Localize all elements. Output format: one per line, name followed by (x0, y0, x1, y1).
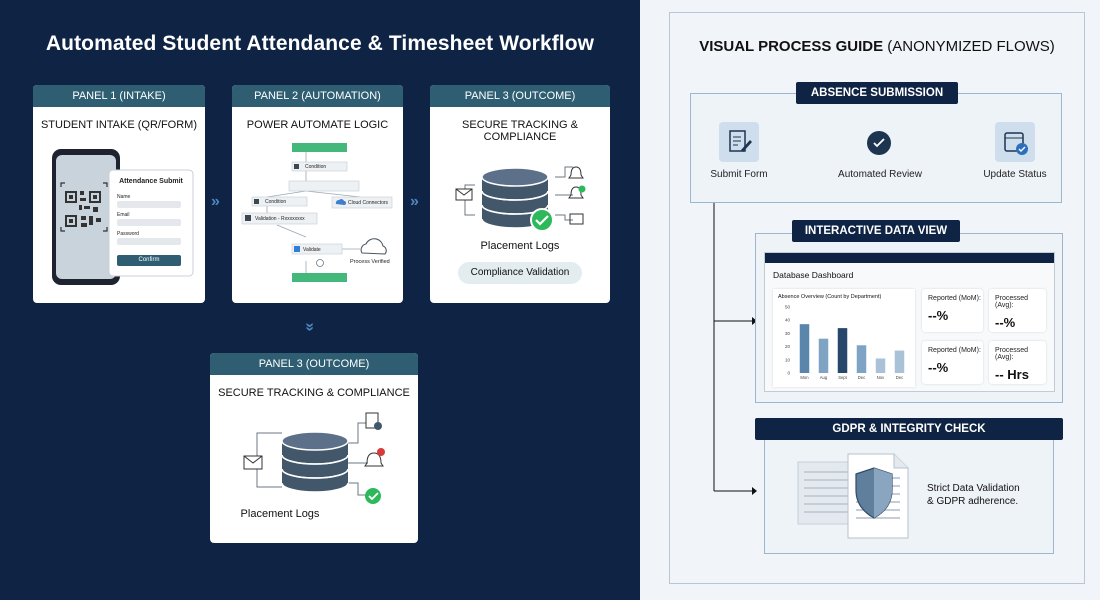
panel-intake: PANEL 1 (INTAKE) STUDENT INTAKE (QR/FORM… (33, 85, 205, 303)
guide-title-bold: VISUAL PROCESS GUIDE (699, 38, 884, 55)
y-tick-label: 10 (785, 357, 791, 362)
check-icon (365, 488, 381, 504)
form-email-label: Email (117, 212, 130, 218)
check-icon (530, 208, 554, 232)
y-tick-label: 0 (787, 371, 790, 376)
bar (818, 338, 829, 373)
form-name-label: Name (117, 194, 131, 200)
placement-logs-label: Placement Logs (480, 240, 560, 252)
update-status-icon[interactable] (995, 122, 1035, 162)
absence-submission-tag: ABSENCE SUBMISSION (796, 82, 958, 104)
flow-node-validation: Validation - Rxxxxxxxx (255, 216, 305, 222)
dashboard-title: Database Dashboard (773, 270, 854, 280)
flow-node-cloud: Cloud Connectors (348, 200, 389, 206)
dashboard-window: Database Dashboard Absence Overview (Cou… (764, 252, 1055, 392)
bar (894, 350, 905, 373)
stat-card: Reported (MoM): --% (922, 341, 983, 384)
stat-label: Reported (MoM): (928, 295, 981, 302)
panel-outcome-detail-header: PANEL 3 (OUTCOME) (210, 353, 418, 375)
x-tick-label: Mon (800, 375, 809, 380)
y-tick-label: 50 (785, 305, 791, 310)
form-title: Attendance Submit (119, 178, 183, 185)
chat-icon (569, 213, 584, 225)
step-automated-review-label: Automated Review (838, 169, 922, 180)
compliance-validation-badge: Compliance Validation (458, 262, 582, 284)
x-tick-label: Dec (896, 375, 903, 380)
chevron-right-icon: » (410, 193, 419, 210)
step-submit-form-label: Submit Form (710, 169, 768, 180)
chart-card: Absence Overview (Count by Department) 0… (773, 289, 915, 387)
bar (856, 345, 867, 373)
flow-node-validate: Validate (303, 247, 321, 253)
bell-icon (568, 166, 584, 179)
panel-outcome-subtitle: SECURE TRACKING & COMPLIANCE (462, 119, 578, 143)
y-tick-label: 40 (785, 318, 791, 323)
stat-card: Processed (Avg): --% (989, 289, 1046, 332)
guide-title: VISUAL PROCESS GUIDE (ANONYMIZED FLOWS) (669, 38, 1085, 55)
bell-icon (568, 186, 584, 199)
panel-outcome-header: PANEL 3 (OUTCOME) (430, 85, 610, 107)
x-tick-label: Nov (877, 375, 885, 380)
placement-logs-detail-label: Placement Logs (240, 508, 320, 520)
stat-label: Processed (Avg): (995, 347, 1029, 361)
x-tick-label: Dec (858, 375, 865, 380)
panel-automation: PANEL 2 (AUTOMATION) POWER AUTOMATE LOGI… (232, 85, 403, 303)
panel-outcome: PANEL 3 (OUTCOME) SECURE TRACKING & COMP… (430, 85, 610, 303)
chevron-right-icon: » (211, 193, 220, 210)
stat-value: --% (995, 315, 1016, 330)
stat-value: --% (928, 308, 949, 323)
shield-document-icon (797, 453, 909, 539)
stat-label: Processed (Avg): (995, 295, 1029, 309)
chart-title: Absence Overview (Count by Department) (778, 294, 882, 300)
flow-node-condition-2: Condition (265, 199, 287, 205)
stat-card: Processed (Avg): -- Hrs (989, 341, 1046, 384)
database-detail-illustration (243, 412, 385, 504)
panel-intake-header: PANEL 1 (INTAKE) (33, 85, 205, 107)
flow-node-verified: Process Verified (350, 259, 390, 265)
gdpr-tag: GDPR & INTEGRITY CHECK (755, 418, 1063, 440)
bar (875, 358, 886, 373)
y-tick-label: 30 (785, 331, 791, 336)
stat-value: -- Hrs (995, 367, 1029, 382)
flow-diagram-illustration (241, 143, 393, 282)
form-confirm-button[interactable]: Confirm (138, 257, 160, 263)
panel-outcome-detail: PANEL 3 (OUTCOME) SECURE TRACKING & COMP… (210, 353, 418, 543)
cloud-icon (360, 238, 387, 255)
panel-automation-header: PANEL 2 (AUTOMATION) (232, 85, 403, 107)
x-tick-label: Sept (838, 375, 847, 380)
check-icon (873, 138, 885, 148)
qr-code-icon (65, 191, 101, 227)
form-password-label: Password (117, 231, 139, 237)
stat-value: --% (928, 360, 949, 375)
flow-node-condition-1: Condition (305, 164, 327, 170)
gdpr-text-line-1: Strict Data Validation (927, 483, 1020, 494)
step-update-status-label: Update Status (983, 169, 1047, 180)
data-view-tag: INTERACTIVE DATA VIEW (792, 220, 960, 242)
workflow-title: Automated Student Attendance & Timesheet… (45, 32, 595, 55)
submit-form-icon[interactable] (719, 122, 759, 162)
bar (799, 324, 810, 373)
dashboard-titlebar (765, 253, 1054, 263)
panel-outcome-detail-subtitle: SECURE TRACKING & COMPLIANCE (218, 387, 410, 399)
bar (837, 328, 848, 373)
stat-label: Reported (MoM): (928, 347, 981, 354)
panel-intake-subtitle: STUDENT INTAKE (QR/FORM) (40, 119, 198, 131)
edit-document-icon (729, 130, 752, 152)
y-tick-label: 20 (785, 344, 791, 349)
panel-automation-subtitle: POWER AUTOMATE LOGIC (246, 119, 389, 131)
gdpr-text-line-2: & GDPR adherence. (927, 496, 1019, 507)
database-illustration (455, 166, 586, 232)
guide-frame (669, 12, 1085, 584)
phone-illustration (52, 149, 194, 285)
bell-icon (364, 452, 384, 467)
stat-card: Reported (MoM): --% (922, 289, 983, 332)
x-tick-label: Aug (820, 375, 828, 380)
calendar-check-icon (1004, 132, 1028, 155)
guide-title-light: (ANONYMIZED FLOWS) (883, 38, 1055, 55)
automated-review-icon (867, 131, 891, 155)
